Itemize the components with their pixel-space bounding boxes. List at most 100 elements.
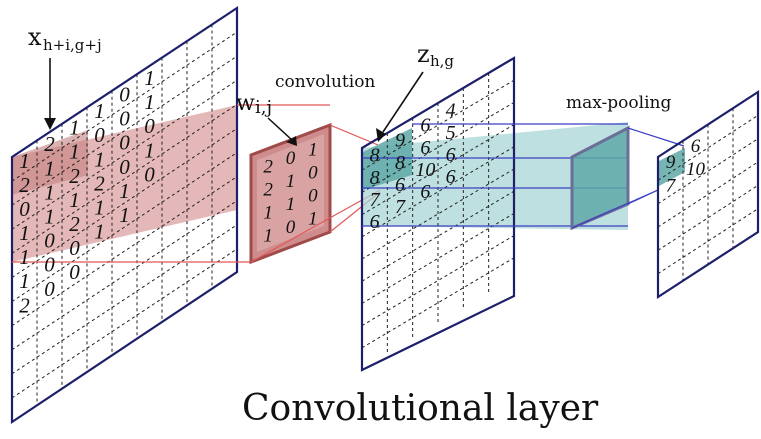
kernel-cell-value: 1	[263, 226, 273, 247]
input-grid-hline	[11, 176, 238, 327]
pool-out-line-3	[571, 189, 659, 229]
input-cell-value: 1	[44, 204, 55, 228]
input-grid-hline	[11, 152, 238, 302]
feature-teal-region	[362, 122, 628, 230]
input-label-arrowhead	[44, 118, 56, 130]
input-cell-value: 1	[19, 245, 30, 269]
output-label-sub: h,g	[430, 52, 454, 70]
output-label-var: z	[417, 40, 430, 68]
input-cell-value: 0	[119, 107, 130, 131]
input-cell-value: 1	[69, 140, 80, 164]
kernel-cell-value: 1	[308, 139, 318, 160]
input-frame	[10, 5, 239, 425]
input-cell-value: 0	[94, 123, 105, 147]
input-cell-value: 2	[19, 173, 30, 197]
input-grid-hline	[11, 128, 238, 278]
feature-cell-value: 8	[370, 145, 380, 167]
input-label-var: x	[28, 23, 42, 51]
input-cell-value: 0	[69, 236, 80, 260]
feature-cell-value: 10	[415, 159, 435, 181]
feature-cell-value: 6	[420, 181, 430, 203]
feature-cell-value: 6	[370, 211, 380, 233]
input-cell-value: 0	[144, 114, 155, 138]
input-cell-value: 0	[44, 229, 55, 253]
kernel-cell-value: 0	[286, 148, 296, 169]
feature-cell-value: 7	[395, 196, 406, 218]
convolution-label: convolution	[275, 72, 375, 92]
pooled-cell-value: 7	[666, 175, 677, 196]
pooled-grid-hline	[657, 138, 759, 205]
pooled-grid-hline	[657, 114, 759, 181]
input-cell-value: 1	[19, 221, 30, 245]
input-cell-value: 0	[44, 277, 55, 301]
kernel-cell-value: 1	[286, 194, 296, 215]
input-cell-value: 1	[119, 179, 130, 203]
output-label-arrow	[382, 71, 424, 133]
feature-cell-value: 6	[446, 166, 456, 188]
kernel-plane	[12, 104, 332, 265]
pooled-frame	[656, 89, 760, 300]
kernel-inner	[257, 134, 324, 252]
kernel-cell-value: 1	[308, 208, 318, 229]
input-grid-hline	[11, 103, 238, 254]
input-cell-value: 1	[94, 220, 105, 244]
kernel-label-sub: i,j	[255, 97, 272, 118]
input-cell-value: 1	[44, 156, 55, 180]
input-cell-value: 2	[69, 164, 80, 188]
pooled-cell	[659, 148, 685, 186]
output-label: z h,g	[417, 40, 454, 70]
input-cell-value: 2	[19, 293, 30, 317]
input-cell-value: 1	[119, 203, 130, 227]
input-cell-value: 2	[44, 132, 55, 156]
feature-cell-value: 8	[395, 152, 405, 174]
input-cell-value: 1	[94, 147, 105, 171]
input-cell-value: 0	[19, 197, 30, 221]
pool-window-face	[572, 128, 628, 228]
output-label-arrowhead	[376, 128, 386, 142]
pooled-grid-hline	[657, 161, 759, 228]
kernel-label-arrow	[267, 117, 293, 141]
pooled-cell-value: 6	[691, 136, 701, 157]
max-pooling-label: max-pooling	[566, 93, 671, 113]
pool-out-line-1	[627, 127, 685, 147]
input-cell-value: 1	[94, 195, 105, 219]
feature-cell-value: 5	[446, 122, 456, 144]
feature-cell-value: 7	[370, 189, 381, 211]
pooled-plane	[656, 89, 760, 300]
input-cell-value: 0	[119, 131, 130, 155]
input-cell-value: 1	[144, 66, 155, 90]
input-highlight-cell	[12, 130, 88, 195]
input-label-sub: h+i,g+j	[43, 36, 102, 54]
feature-cell-value: 9	[395, 130, 405, 152]
kernel-cell-value: 2	[263, 180, 273, 201]
input-cell-value: 0	[119, 83, 130, 107]
input-cell-value: 1	[19, 149, 30, 173]
input-cell-value: 1	[69, 116, 80, 140]
input-cell-value: 0	[119, 155, 130, 179]
feature-frame	[360, 56, 516, 372]
input-cell-value: 0	[144, 162, 155, 186]
kernel-label: w i,j	[236, 91, 272, 118]
feature-cell-value: 8	[370, 167, 380, 189]
kernel-cell-value: 2	[263, 157, 273, 178]
input-cell-value: 2	[94, 171, 105, 195]
input-cell-value: 0	[44, 253, 55, 277]
feature-cell-value: 6	[395, 174, 405, 196]
feature-cell-value: 6	[420, 115, 430, 137]
input-cell-value: 1	[69, 188, 80, 212]
input-cell-value: 1	[19, 269, 30, 293]
input-grid-lines	[11, 24, 238, 406]
input-grid-hline	[11, 55, 238, 206]
input-label: x h+i,g+j	[28, 23, 102, 54]
kernel-label-var: w	[236, 91, 255, 116]
pooled-cell-value: 9	[666, 152, 676, 173]
input-cell-value: 0	[69, 260, 80, 284]
input-grid-hline	[11, 224, 238, 375]
feature-grid-lines	[361, 73, 515, 355]
pooled-grid-hline	[657, 184, 759, 251]
input-grid-hline	[11, 79, 238, 230]
feature-cell-value: 6	[420, 137, 430, 159]
